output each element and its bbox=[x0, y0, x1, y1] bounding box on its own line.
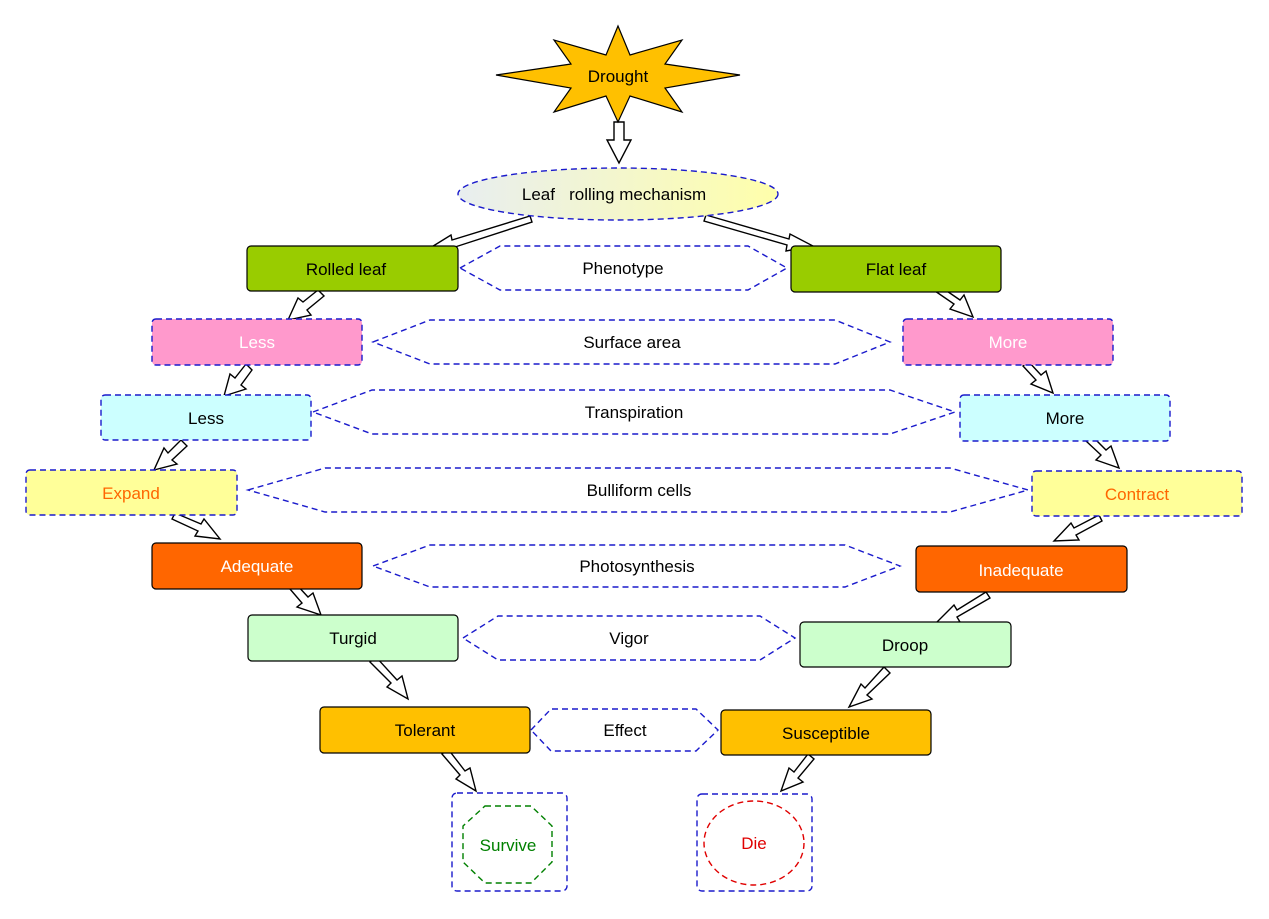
left-label-effect: Tolerant bbox=[395, 721, 456, 740]
mechanism-label: Leaf rolling mechanism bbox=[522, 185, 706, 204]
right-label-photosynthesis: Inadequate bbox=[978, 561, 1063, 580]
left-label-photosynthesis: Adequate bbox=[221, 557, 294, 576]
criterion-hex-effect bbox=[530, 708, 720, 752]
arrows bbox=[152, 121, 1121, 793]
left-box-vigor bbox=[247, 614, 459, 662]
right-box-effect bbox=[720, 709, 932, 756]
right-box-photosynthesis bbox=[915, 545, 1128, 593]
left-label-vigor: Turgid bbox=[329, 629, 377, 648]
criterion-hex-phenotype bbox=[458, 245, 789, 291]
arrow-less-surface-to-less-transp bbox=[222, 362, 253, 398]
die-label: Die bbox=[741, 834, 767, 853]
right-label-transpiration: More bbox=[1046, 409, 1085, 428]
left-label-transpiration: Less bbox=[188, 409, 224, 428]
mechanism-ellipse bbox=[457, 167, 779, 221]
arrow-less-transp-to-expand bbox=[152, 439, 189, 472]
left-box-transpiration bbox=[100, 394, 312, 441]
criterion-label-bulliform: Bulliform cells bbox=[587, 481, 692, 500]
right-label-surface-area: More bbox=[989, 333, 1028, 352]
arrow-tolerant-to-survive bbox=[441, 747, 478, 793]
right-box-surface-area bbox=[902, 318, 1114, 366]
left-label-surface-area: Less bbox=[239, 333, 275, 352]
left-box-effect bbox=[319, 706, 531, 754]
right-box-phenotype bbox=[790, 245, 1002, 293]
right-label-bulliform: Contract bbox=[1105, 485, 1170, 504]
drought-star-shape bbox=[495, 24, 741, 124]
criterion-label-transpiration: Transpiration bbox=[585, 403, 684, 422]
left-label-phenotype: Rolled leaf bbox=[306, 260, 387, 279]
criterion-hex-transpiration bbox=[310, 389, 958, 435]
right-box-bulliform bbox=[1031, 470, 1243, 517]
criterion-hex-photosynthesis bbox=[370, 544, 902, 588]
right-label-effect: Susceptible bbox=[782, 724, 870, 743]
survive-octagon bbox=[462, 805, 553, 884]
arrow-more-surface-to-more-transp bbox=[1022, 359, 1055, 395]
right-label-phenotype: Flat leaf bbox=[866, 260, 927, 279]
right-box-transpiration bbox=[959, 394, 1171, 442]
die-circle bbox=[703, 800, 805, 886]
right-box-vigor bbox=[799, 621, 1012, 668]
arrow-expand-to-adequate bbox=[171, 512, 222, 540]
arrow-drought-to-mechanism bbox=[605, 121, 633, 165]
arrow-droop-to-susceptible bbox=[847, 665, 892, 709]
arrow-rolled-to-less-surface bbox=[286, 289, 326, 321]
criterion-label-surface-area: Surface area bbox=[583, 333, 681, 352]
left-box-surface-area bbox=[151, 318, 363, 366]
criterion-hex-surface-area bbox=[371, 319, 892, 365]
drought-label: Drought bbox=[588, 67, 649, 86]
left-label-bulliform: Expand bbox=[102, 484, 160, 503]
survive-label: Survive bbox=[480, 836, 537, 855]
arrow-inadequate-to-droop bbox=[933, 591, 991, 625]
left-box-phenotype bbox=[246, 245, 459, 292]
arrow-contract-to-inadequate bbox=[1052, 514, 1103, 542]
criterion-label-vigor: Vigor bbox=[609, 629, 649, 648]
criterion-label-phenotype: Phenotype bbox=[582, 259, 663, 278]
arrow-turgid-to-tolerant bbox=[368, 656, 410, 701]
criterion-label-effect: Effect bbox=[603, 721, 646, 740]
criterion-hex-bulliform bbox=[245, 467, 1031, 513]
criterion-label-photosynthesis: Photosynthesis bbox=[579, 557, 694, 576]
left-box-bulliform bbox=[25, 469, 238, 516]
right-label-vigor: Droop bbox=[882, 636, 928, 655]
criterion-hex-vigor bbox=[461, 615, 797, 661]
arrow-susceptible-to-die bbox=[779, 752, 815, 793]
left-box-photosynthesis bbox=[151, 542, 363, 590]
